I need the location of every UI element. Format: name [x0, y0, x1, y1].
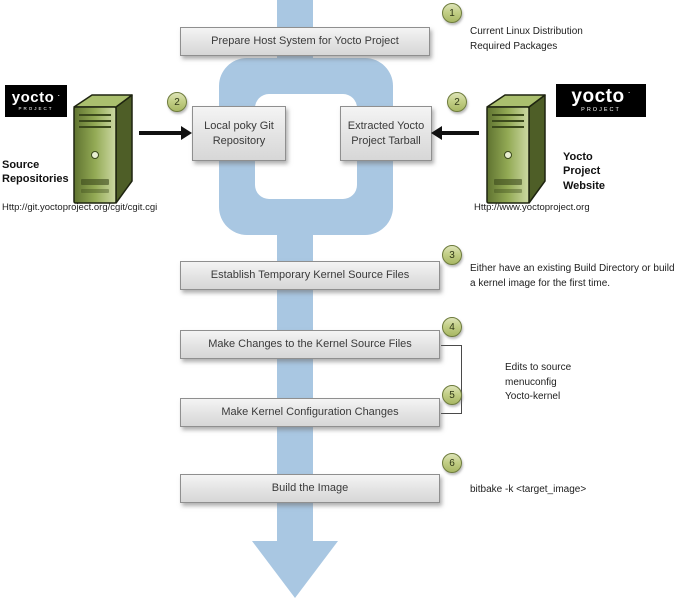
flow-arrow-head — [252, 541, 338, 598]
step-label: Extracted Yocto Project Tarball — [347, 119, 425, 147]
yocto-logo-left: yocto · PROJECT — [5, 85, 67, 117]
step-number: 1 — [449, 7, 455, 19]
step-box-temporary-kernel-sources: Establish Temporary Kernel Source Files — [180, 261, 440, 290]
yocto-logo-right: yocto · PROJECT — [556, 84, 646, 117]
step-box-extracted-tarball: Extracted Yocto Project Tarball — [340, 106, 432, 161]
step-number: 6 — [449, 457, 455, 469]
left-server-arrow-line — [139, 131, 182, 135]
source-repositories-url: Http://git.yoctoproject.org/cgit/cgit.cg… — [2, 202, 158, 213]
step-number-badge-1: 1 — [442, 3, 462, 23]
step-number-badge-6: 6 — [442, 453, 462, 473]
step-label: Local poky Git Repository — [204, 119, 274, 147]
server-icon-source-repositories — [64, 91, 138, 212]
yocto-logo-word: yocto — [571, 86, 625, 108]
yocto-website-title: Yocto Project Website — [563, 151, 605, 192]
yocto-logo-wordmark: yocto · — [571, 87, 630, 106]
step-number-badge-3: 3 — [442, 245, 462, 265]
step-number-badge-5: 5 — [442, 385, 462, 405]
yocto-website-url: Http://www.yoctoproject.org — [474, 202, 590, 213]
step-box-local-poky-git: Local poky Git Repository — [192, 106, 286, 161]
yocto-logo-wordmark: yocto · — [12, 90, 61, 105]
server-icon — [486, 94, 546, 204]
source-repositories-title: Source Repositories — [2, 159, 69, 186]
yocto-logo-mark: · — [627, 87, 631, 98]
yocto-logo-project-text: PROJECT — [18, 106, 54, 112]
yocto-logo-word: yocto — [11, 89, 55, 107]
right-server-arrow-head — [431, 126, 442, 140]
step-number: 2 — [174, 96, 180, 108]
yocto-logo-mark: · — [57, 90, 61, 101]
steps-4-5-bracket — [441, 345, 462, 414]
step-label: Prepare Host System for Yocto Project — [211, 35, 399, 48]
left-server-arrow-head — [181, 126, 192, 140]
step1-note: Current Linux Distribution Required Pack… — [470, 26, 583, 52]
step-box-build-image: Build the Image — [180, 474, 440, 503]
step-number-badge-4: 4 — [442, 317, 462, 337]
steps-4-5-note: Edits to source menuconfig Yocto-kernel — [505, 362, 572, 402]
step-label: Establish Temporary Kernel Source Files — [210, 269, 410, 282]
step-label: Build the Image — [271, 482, 349, 495]
step-number: 3 — [449, 249, 455, 261]
step-label: Make Kernel Configuration Changes — [221, 406, 399, 419]
yocto-logo-project-text: PROJECT — [581, 107, 621, 114]
step-box-prepare-host: Prepare Host System for Yocto Project — [180, 27, 430, 56]
step-number-badge-2-left: 2 — [167, 92, 187, 112]
step-number-badge-2-right: 2 — [447, 92, 467, 112]
step-box-kernel-configuration: Make Kernel Configuration Changes — [180, 398, 440, 427]
server-icon-yocto-website — [477, 91, 551, 212]
step-number: 2 — [454, 96, 460, 108]
step-box-change-kernel-sources: Make Changes to the Kernel Source Files — [180, 330, 440, 359]
step-label: Make Changes to the Kernel Source Files — [208, 338, 412, 351]
right-server-arrow-line — [442, 131, 479, 135]
server-icon — [73, 94, 133, 204]
step3-note: Either have an existing Build Directory … — [470, 263, 674, 289]
step6-note: bitbake -k <target_image> — [470, 484, 587, 495]
step-number: 4 — [449, 321, 455, 333]
step-number: 5 — [449, 389, 455, 401]
